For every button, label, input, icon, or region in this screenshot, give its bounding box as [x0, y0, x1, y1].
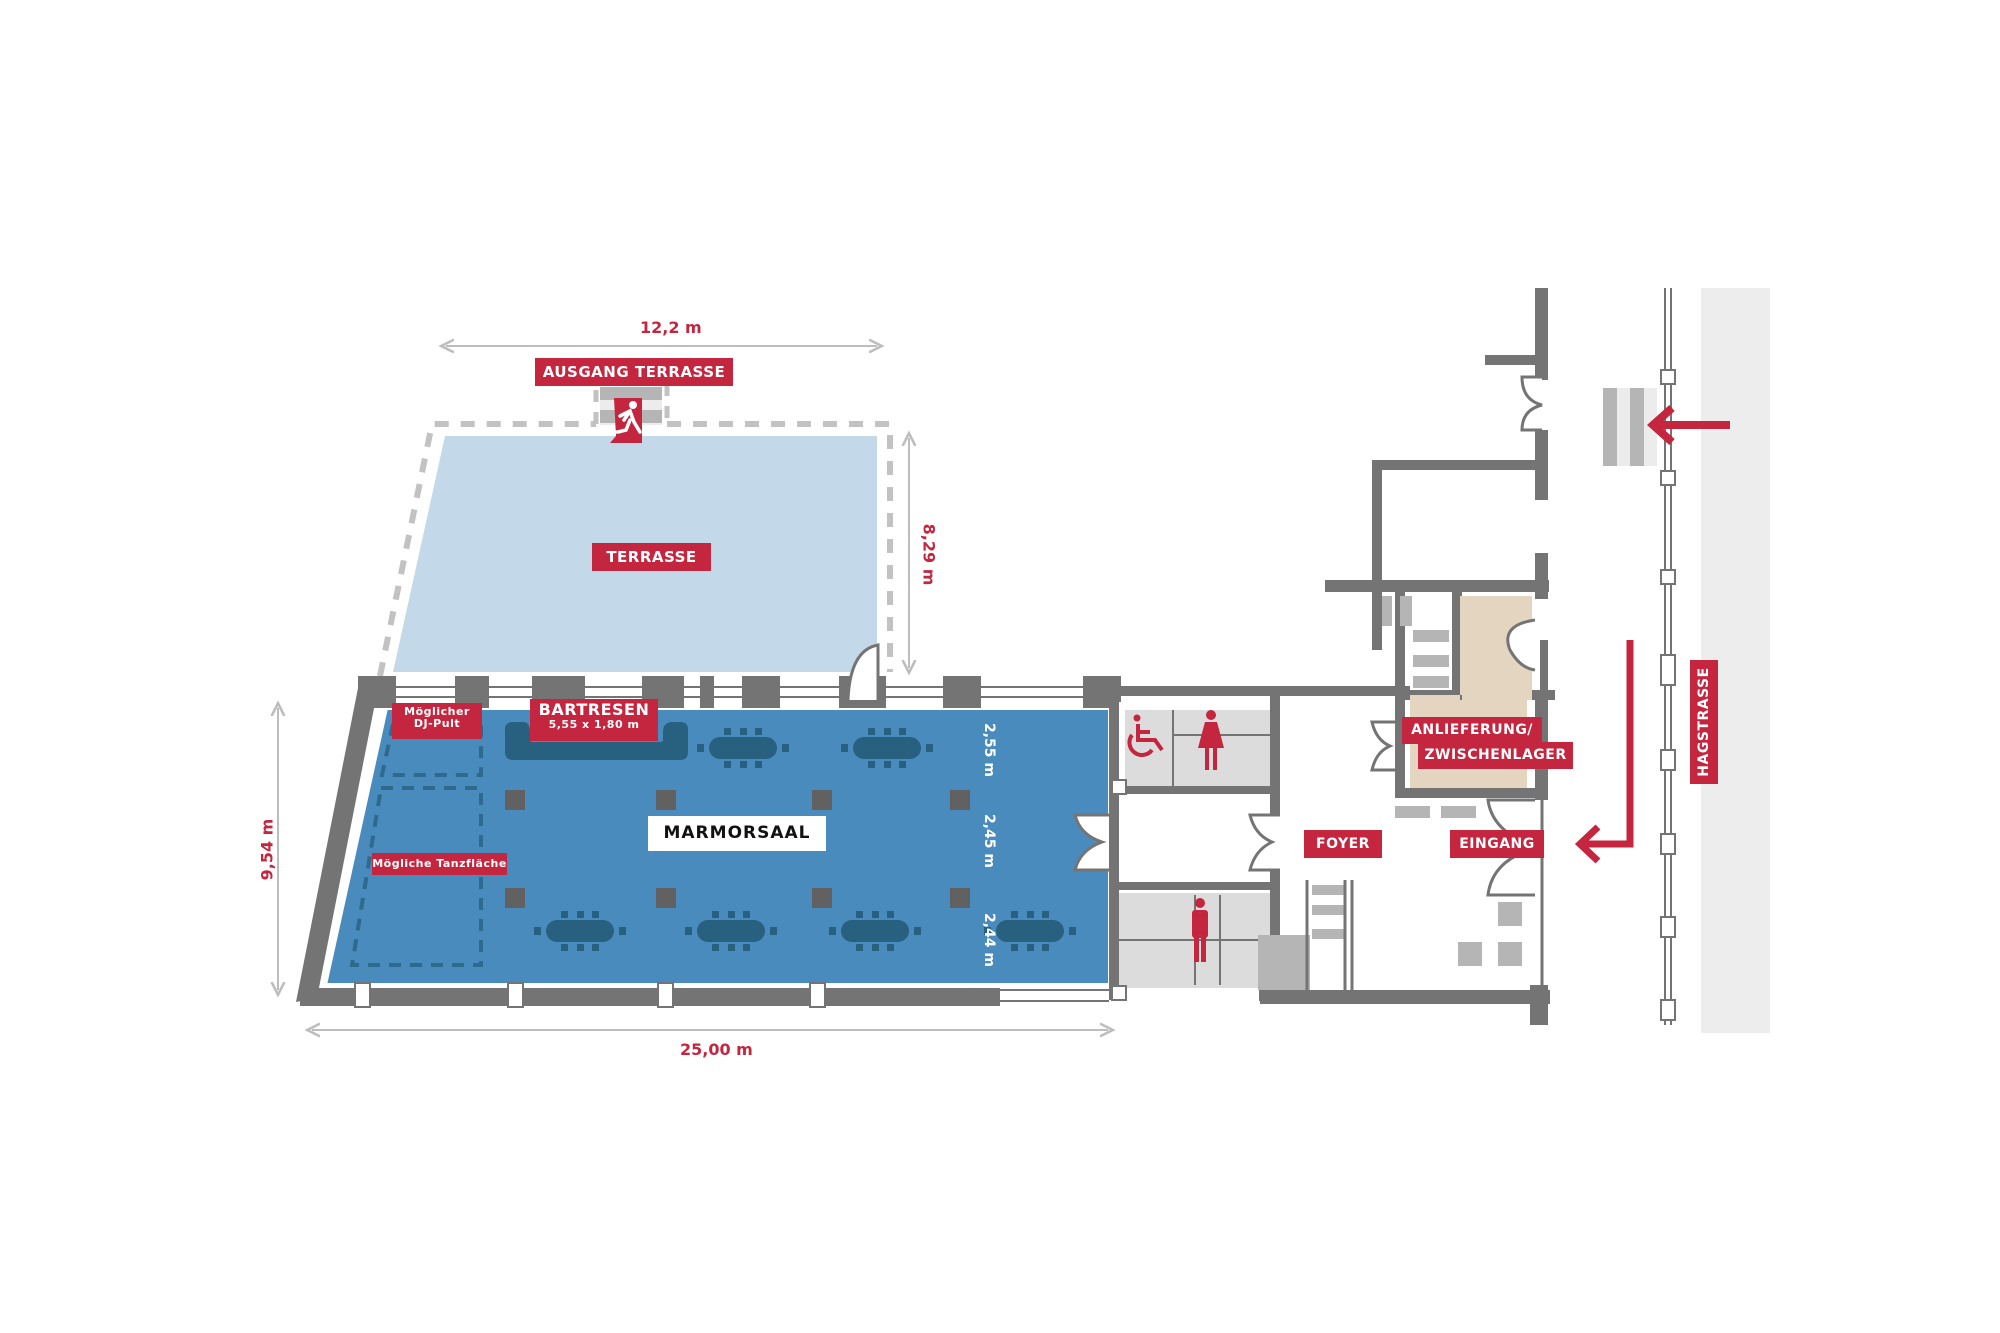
foyer-furniture — [1258, 806, 1522, 990]
entry-arrow-left-icon — [1647, 405, 1730, 445]
table-group-bottom — [534, 911, 1076, 951]
gap-2-label: 2,45 m — [981, 813, 998, 869]
bar-label: BARTRESEN 5,55 x 1,80 m — [530, 699, 658, 741]
bar-size: 5,55 x 1,80 m — [548, 717, 640, 731]
foyer-shelf — [1305, 880, 1354, 990]
delivery-label-line1: ANLIEFERUNG/ — [1402, 717, 1542, 744]
gap-1-label: 2,55 m — [981, 722, 998, 778]
dj-pult-line1: Möglicher — [404, 705, 470, 718]
hall-double-door — [1073, 813, 1109, 872]
terrace-outline — [377, 421, 893, 677]
hall-length-label: 25,00 m — [680, 1040, 753, 1059]
men-icon — [1192, 898, 1208, 962]
storage-bottom-wall — [1405, 788, 1535, 798]
entry-arrow-path-icon — [1574, 640, 1634, 864]
dance-floor-label: Mögliche Tanzfläche — [372, 853, 507, 875]
terrace-door — [846, 643, 880, 701]
wheelchair-icon — [1127, 714, 1164, 757]
terrace-depth-label: 8,29 m — [919, 523, 939, 586]
terrace-width-label: 12,2 m — [640, 318, 702, 337]
bar-title: BARTRESEN — [538, 700, 650, 719]
exit-stair-outline — [593, 384, 670, 424]
storage-left-wall — [1395, 700, 1405, 798]
dj-pult-label: Möglicher DJ-Pult — [392, 703, 482, 739]
storage-double-door — [1370, 720, 1395, 772]
hall-top-wall — [358, 676, 1121, 708]
bar-counter — [505, 722, 688, 760]
hall-bottom-wall — [300, 982, 1110, 1008]
emergency-exit-icon — [602, 398, 642, 443]
delivery-label-line2: ZWISCHENLAGER — [1418, 742, 1573, 769]
hall-left-wall — [296, 688, 378, 1002]
terrace-label: TERRASSE — [592, 543, 711, 571]
table-group-top — [697, 728, 933, 768]
storage-side-door — [1506, 618, 1536, 672]
dj-pult-line2: DJ-Pult — [413, 717, 461, 731]
exit-terrace-label: AUSGANG TERRASSE — [535, 358, 733, 386]
gap-3-label: 2,44 m — [981, 912, 998, 968]
hall-depth-label: 9,54 m — [257, 818, 277, 881]
columns — [505, 790, 970, 908]
entrance-label: EINGANG — [1450, 830, 1544, 858]
stairs — [1382, 596, 1449, 688]
foyer-label: FOYER — [1304, 830, 1382, 858]
upper-door — [1520, 375, 1543, 432]
marmorsaal-label: MARMORSAAL — [648, 816, 826, 851]
street-facade — [1660, 288, 1676, 1025]
women-icon — [1198, 710, 1224, 770]
foyer-doors-left — [1248, 813, 1280, 872]
restroom-block — [1109, 700, 1280, 1002]
street-label: HAGSTRASSE — [1690, 660, 1718, 784]
crosswalk — [1603, 388, 1657, 466]
dance-zone-outline — [349, 786, 483, 967]
dj-zone-outline — [379, 723, 483, 777]
